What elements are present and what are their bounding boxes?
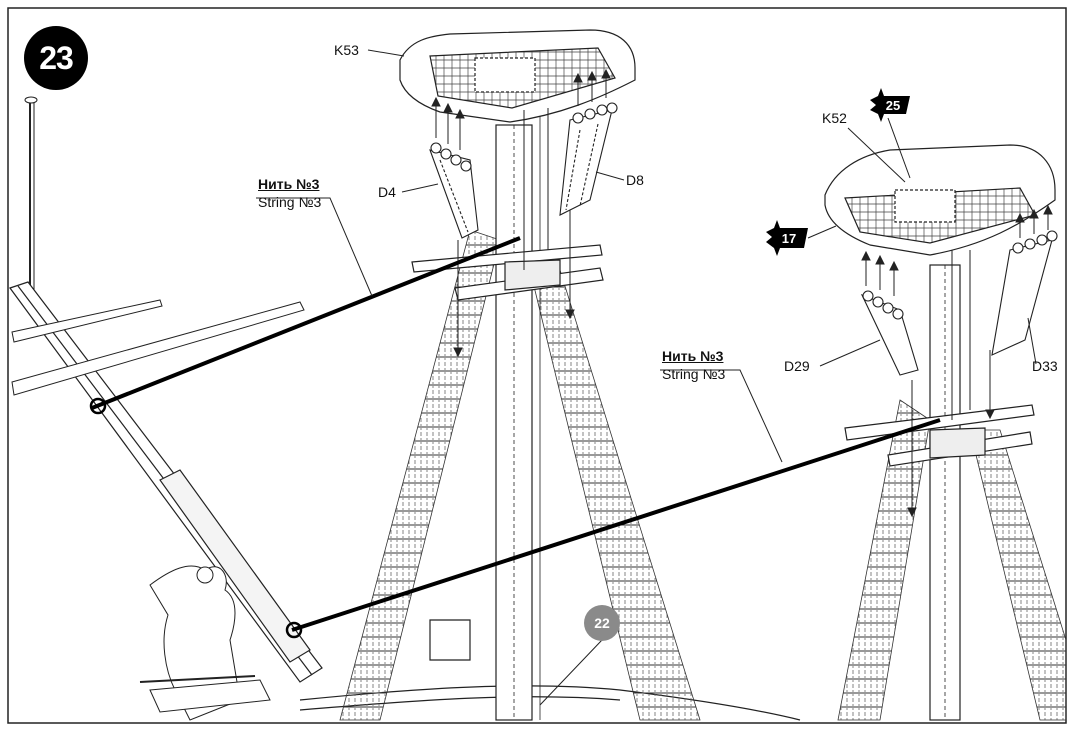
string-right — [291, 418, 941, 632]
string-left — [91, 236, 521, 410]
d8-part — [559, 102, 618, 216]
label-k52: K52 — [822, 110, 847, 126]
string-right-ru: Нить №3 — [662, 348, 724, 364]
star-shapes — [766, 88, 910, 256]
string-right-en: String №3 — [662, 366, 726, 382]
d4-part — [429, 142, 479, 239]
label-d4: D4 — [378, 184, 396, 200]
star-ref-25: 25 — [885, 97, 901, 113]
page-frame — [7, 7, 1067, 724]
right-shrouds-right — [969, 429, 1067, 721]
label-d8: D8 — [626, 172, 644, 188]
step-number-badge: 23 — [24, 26, 88, 90]
star-ref-17: 17 — [781, 230, 797, 246]
left-shrouds-left — [339, 229, 501, 721]
flagpole — [24, 96, 38, 290]
label-d29: D29 — [784, 358, 810, 374]
k52-top — [824, 144, 1056, 256]
right-shrouds-left — [837, 399, 931, 721]
d29-part — [860, 290, 919, 376]
left-shrouds-right — [529, 269, 701, 721]
figurehead — [139, 565, 271, 721]
k53-top — [399, 29, 636, 123]
d33-part — [991, 230, 1058, 356]
right-arrows — [861, 204, 1053, 518]
left-arrows — [431, 68, 611, 358]
label-d33: D33 — [1032, 358, 1058, 374]
string-left-en: String №3 — [258, 194, 322, 210]
leader-lines — [256, 49, 1037, 706]
jib-boom — [11, 299, 305, 396]
left-mast — [411, 110, 604, 721]
right-mast — [844, 264, 1035, 721]
label-k53: K53 — [334, 42, 359, 58]
string-left-ru: Нить №3 — [258, 176, 320, 192]
bowsprit — [9, 281, 323, 683]
reference-step-badge: 22 — [584, 605, 620, 641]
